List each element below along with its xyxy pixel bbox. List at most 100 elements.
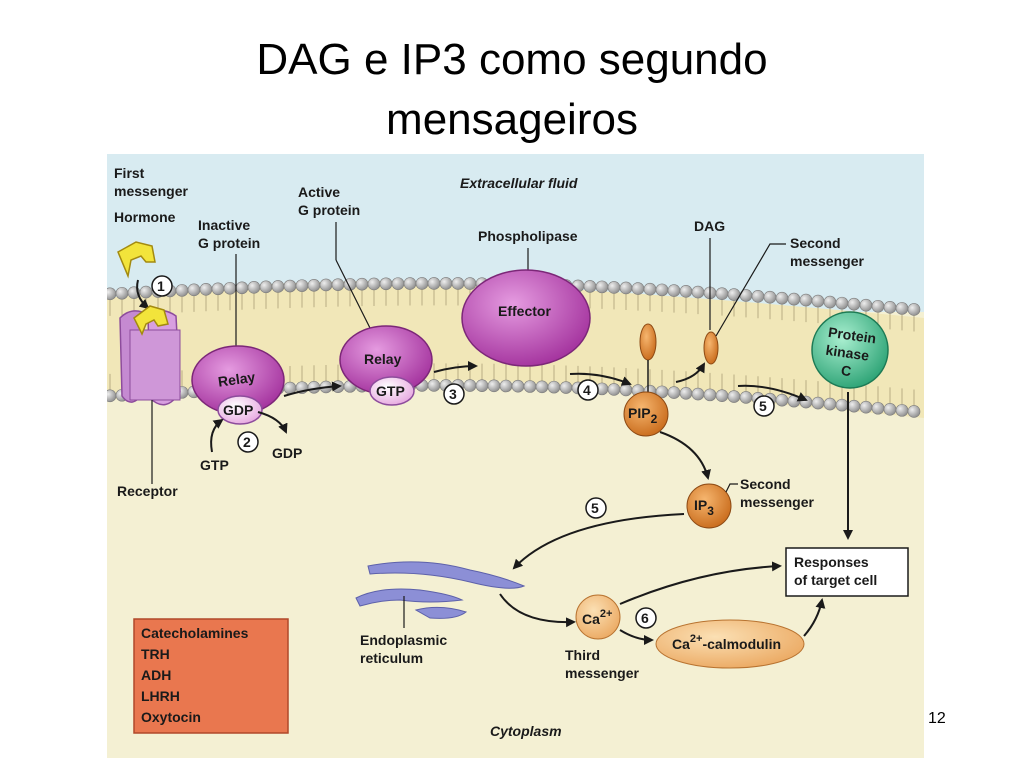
lipid-head — [835, 398, 849, 412]
lipid-head — [523, 380, 537, 393]
lipid-head — [199, 282, 213, 296]
lipid-head — [107, 287, 117, 301]
lipid-head — [307, 278, 321, 292]
step-5-top-label: 5 — [759, 398, 767, 414]
step-3-marker — [443, 383, 465, 405]
first-messenger-label-2: messenger — [114, 183, 188, 199]
protein-kinase-label-2: kinase — [825, 342, 871, 364]
lipid-head — [511, 379, 525, 393]
third-messenger-label-2: messenger — [565, 665, 639, 681]
ip3-label: IP3 — [694, 497, 714, 518]
lipid-head — [691, 285, 705, 299]
hormone-list-item: TRH — [141, 646, 170, 662]
gdp-out-label: GDP — [272, 445, 302, 461]
lipid-head — [355, 277, 369, 291]
pip2-to-ip3-arrow — [659, 431, 711, 480]
lipid-head — [643, 282, 657, 296]
lipid-head — [607, 383, 621, 396]
first-messenger-label: First — [114, 165, 145, 181]
lipid-head — [439, 277, 453, 290]
lipid-head — [547, 380, 561, 394]
lipid-head — [823, 295, 837, 309]
lipid-head — [463, 379, 477, 392]
er-label: Endoplasmic — [360, 632, 447, 648]
pip2 — [623, 391, 669, 437]
gtp-in-label: GTP — [200, 457, 229, 473]
lipid-head — [727, 390, 741, 403]
lipid-head — [235, 281, 249, 295]
receptor-label: Receptor — [117, 483, 178, 499]
lipid-head — [667, 284, 681, 297]
hormone-icon — [117, 241, 156, 279]
lipid-head — [763, 290, 777, 304]
lipid-head — [319, 278, 333, 292]
lipid-head — [739, 391, 753, 404]
lipid-head — [535, 380, 549, 394]
lipid-head — [187, 283, 201, 297]
responses-label: Responses — [794, 554, 869, 570]
step-1-label: 1 — [157, 278, 165, 294]
lipid-head — [871, 401, 885, 415]
title-line-1: DAG e IP3 como segundo — [256, 35, 768, 84]
lipid-head — [499, 379, 513, 393]
pip2-lipid-head — [639, 323, 657, 361]
lipid-head — [107, 389, 117, 403]
ca-to-calmodulin-arrow — [619, 629, 654, 645]
dag — [703, 331, 719, 365]
lipid-head — [883, 301, 897, 314]
pip2-label: PIP2 — [628, 405, 658, 426]
er-to-ca-arrow — [499, 593, 576, 628]
lipid-head — [295, 279, 309, 292]
step-4-marker — [577, 379, 599, 401]
phospholipase-label: Phospholipase — [478, 228, 578, 244]
lipid-head — [907, 405, 921, 418]
protein-kinase-c — [811, 311, 889, 389]
lipid-head — [703, 388, 717, 402]
protein-kinase-label-3: C — [840, 362, 852, 379]
cytoplasm-label: Cytoplasm — [490, 723, 562, 739]
gdp-bound — [217, 395, 263, 425]
lipid-head — [595, 280, 609, 294]
hormone-list-item: Catecholamines — [141, 625, 249, 641]
gdp-bound-label: GDP — [223, 402, 253, 418]
active-g-pointer-2 — [335, 259, 377, 341]
lipid-head — [619, 383, 633, 397]
step-5-top-marker — [753, 395, 775, 417]
third-messenger-label: Third — [565, 647, 600, 663]
gtp-bound — [369, 376, 415, 406]
protein-kinase-label: Protein — [827, 324, 877, 347]
hormone-list-item: ADH — [141, 667, 171, 683]
lipid-head — [895, 302, 909, 315]
responses-box — [785, 547, 909, 597]
lipid-head — [391, 277, 405, 290]
lipid-head — [427, 379, 441, 392]
step-6-marker — [635, 607, 657, 629]
lipid-head — [415, 277, 429, 290]
step-2-label: 2 — [243, 434, 251, 450]
lipid-head — [583, 280, 597, 293]
lipid-head — [367, 277, 381, 291]
ca-label: Ca2+ — [582, 608, 612, 627]
activation-arrow — [283, 381, 342, 397]
effector — [461, 269, 591, 367]
active-g-label-2: G protein — [298, 202, 360, 218]
inactive-g-label-2: G protein — [198, 235, 260, 251]
lipid-head — [907, 303, 921, 316]
lipid-head — [871, 299, 885, 313]
lipid-head — [835, 296, 849, 310]
inactive-g-label: Inactive — [198, 217, 250, 233]
step-5-bottom-marker — [585, 497, 607, 519]
second-messenger-dag-label: Second — [790, 235, 841, 251]
lipid-head — [223, 281, 237, 295]
page-number: 12 — [928, 710, 946, 727]
step-6-label: 6 — [641, 610, 649, 626]
hormone-list-item: LHRH — [141, 688, 180, 704]
lipid-head — [751, 289, 765, 303]
bound-hormone-icon — [133, 305, 169, 336]
lipid-head — [475, 379, 489, 392]
lipid-head — [859, 298, 873, 312]
lipid-head — [607, 281, 621, 294]
signaling-diagram: Extracellular fluid Cytoplasm First mess… — [107, 154, 924, 758]
step-4-label: 4 — [583, 382, 591, 398]
endoplasmic-reticulum — [355, 561, 526, 619]
